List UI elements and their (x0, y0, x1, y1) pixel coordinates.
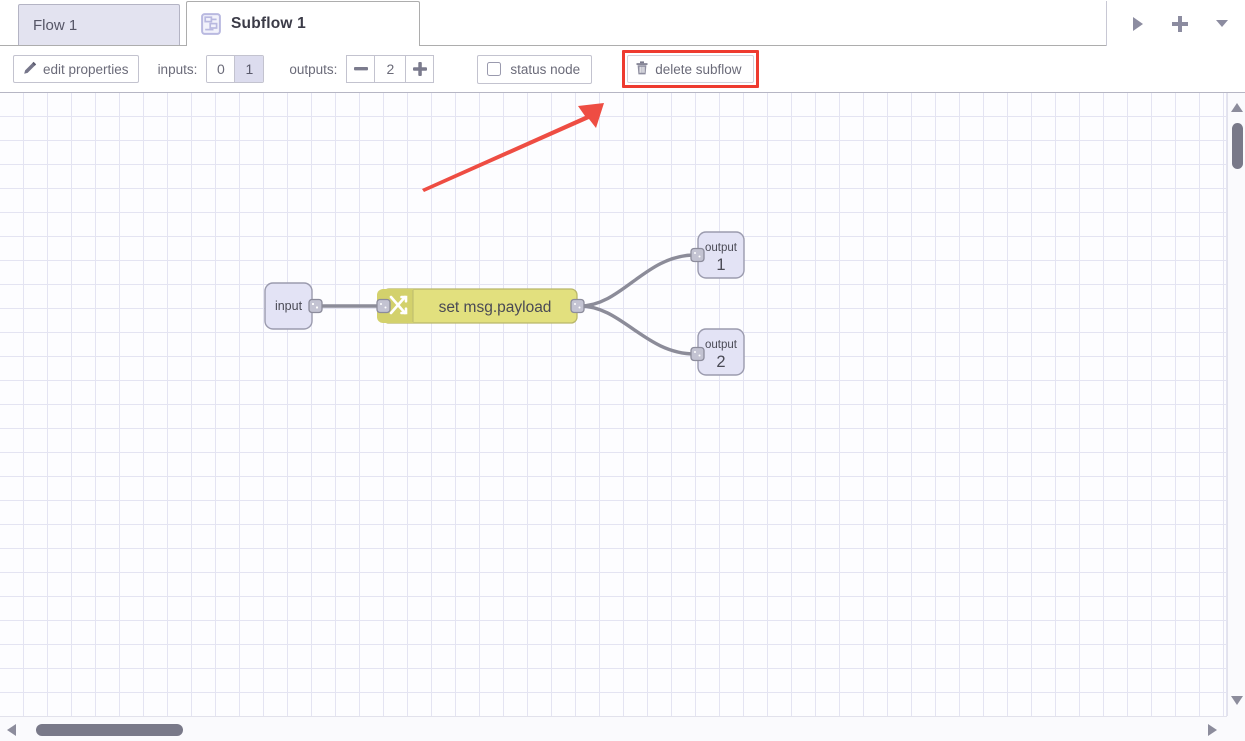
inputs-label: inputs: (157, 61, 198, 77)
change-shuffle-icon (389, 295, 408, 315)
tab-subflow-1[interactable]: Subflow 1 (186, 1, 420, 46)
subflow-output-node-2[interactable]: output 2 (690, 328, 745, 376)
red-arrow-annotation (422, 103, 604, 192)
outputs-value: 2 (375, 55, 406, 83)
subflow-output-1-port[interactable] (690, 247, 705, 263)
outputs-label: outputs: (289, 61, 338, 77)
scroll-up-arrow-icon[interactable] (1231, 99, 1243, 117)
tab-bar-spacer (420, 1, 1106, 46)
subflow-output-node-1-label: output (705, 242, 738, 254)
trash-icon (636, 60, 648, 78)
pencil-icon (23, 61, 37, 78)
wire-layer (316, 253, 697, 356)
horizontal-scrollbar-thumb[interactable] (36, 724, 183, 736)
subflow-input-node[interactable]: input (264, 282, 323, 330)
inputs-selector[interactable]: 0 1 (206, 55, 265, 83)
subflow-output-node-1[interactable]: output 1 (690, 231, 745, 279)
tab-flow-1-label: Flow 1 (33, 16, 78, 34)
inputs-option-1[interactable]: 1 (235, 56, 264, 82)
tab-subflow-1-label: Subflow 1 (231, 15, 306, 32)
subflow-input-node-label: input (275, 299, 303, 313)
subflow-output-node-2-index: 2 (716, 353, 725, 371)
scroll-right-arrow-icon[interactable] (1208, 723, 1217, 741)
scroll-left-arrow-icon[interactable] (7, 723, 16, 741)
vertical-scrollbar[interactable] (1227, 93, 1245, 716)
wire-change-to-output-2[interactable] (578, 304, 697, 356)
tab-bar-actions (1106, 1, 1245, 46)
vertical-scrollbar-thumb[interactable] (1232, 123, 1243, 169)
scroll-down-arrow-icon[interactable] (1231, 692, 1243, 710)
outputs-increment-button[interactable] (405, 55, 435, 83)
add-tab-icon[interactable] (1169, 13, 1191, 35)
subflow-output-2-port[interactable] (690, 346, 705, 362)
outputs-decrement-button[interactable] (346, 55, 376, 83)
tab-menu-chevron-icon[interactable] (1211, 13, 1233, 35)
change-node-output-port[interactable] (570, 298, 585, 314)
scrollbar-corner (1227, 716, 1245, 741)
status-node-label: status node (510, 61, 581, 77)
tab-flow-1[interactable]: Flow 1 (18, 4, 180, 45)
tab-bar: Flow 1 Subflow 1 (0, 0, 1245, 46)
horizontal-scrollbar[interactable] (0, 716, 1245, 741)
delete-subflow-button[interactable]: delete subflow (627, 55, 754, 83)
edit-properties-label: edit properties (43, 61, 129, 77)
subflow-toolbar: edit properties inputs: 0 1 outputs: 2 s… (0, 46, 1245, 93)
change-node-input-port[interactable] (376, 298, 391, 314)
subflow-output-node-1-index: 1 (716, 256, 725, 274)
delete-subflow-highlight: delete subflow (622, 50, 759, 88)
subflow-output-node-2-label: output (705, 339, 738, 351)
change-node[interactable]: set msg.payload (376, 288, 585, 324)
flow-canvas[interactable]: input set msg.payload (0, 93, 1227, 716)
outputs-stepper: 2 (346, 55, 435, 83)
status-node-toggle[interactable]: status node (477, 54, 593, 84)
subflow-icon (201, 13, 221, 35)
play-icon[interactable] (1127, 13, 1149, 35)
inputs-option-0[interactable]: 0 (207, 56, 236, 82)
delete-subflow-label: delete subflow (655, 61, 742, 77)
wire-change-to-output-1[interactable] (578, 253, 697, 308)
status-node-checkbox[interactable] (487, 62, 502, 76)
edit-properties-button[interactable]: edit properties (13, 55, 139, 83)
change-node-label: set msg.payload (439, 299, 552, 316)
subflow-input-port[interactable] (308, 298, 323, 314)
